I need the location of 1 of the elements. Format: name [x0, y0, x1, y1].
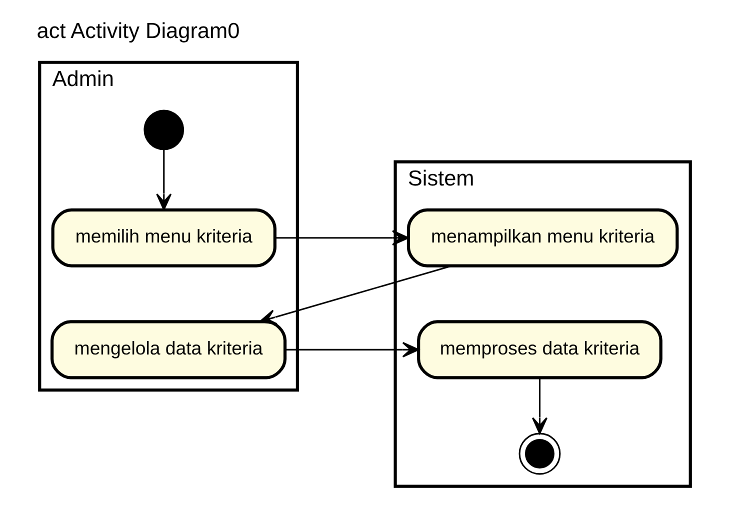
diagram-title: act Activity Diagram0: [36, 18, 240, 43]
